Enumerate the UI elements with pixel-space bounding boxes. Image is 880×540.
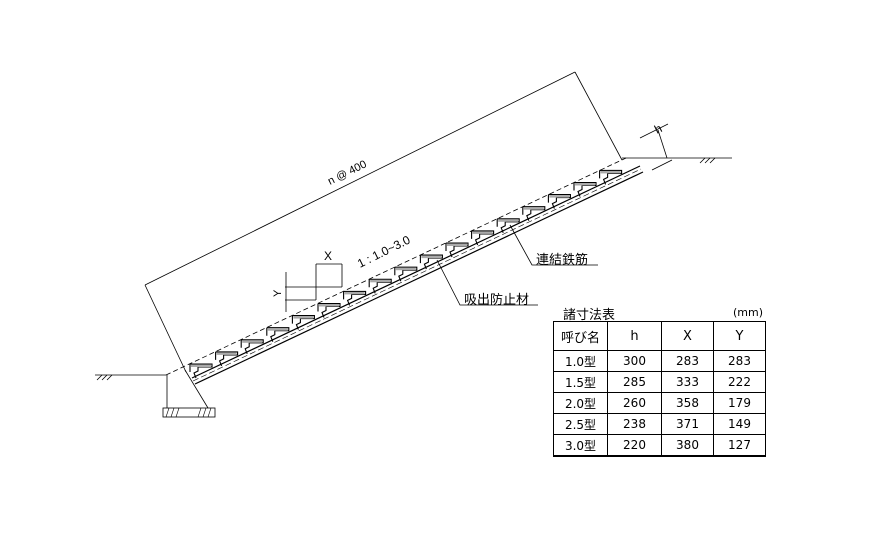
foundation-hatch — [165, 407, 212, 418]
rebar-leader — [509, 224, 598, 266]
h-extension-line — [639, 123, 669, 139]
table-cell: 283 — [713, 350, 766, 372]
step-tread — [421, 255, 442, 259]
slope-label: 1 : 1.0~3.0 — [355, 233, 413, 271]
table-cell: 333 — [661, 371, 714, 393]
rebar-label: 連結鉄筋 — [536, 253, 589, 268]
rebar-line — [192, 168, 642, 382]
table-cell: 1.5型 — [553, 371, 608, 393]
table-cell: 300 — [607, 350, 662, 372]
foundation-line — [184, 369, 209, 409]
pitch-label: n @ 400 — [326, 158, 369, 187]
step-tread — [549, 195, 570, 198]
step-tread — [242, 340, 263, 343]
h-extension-line — [651, 159, 673, 171]
step-tread — [498, 219, 519, 222]
step-tread — [191, 364, 211, 367]
x-label: X — [324, 249, 332, 263]
table-header-row: 呼び名 h X Y — [553, 321, 766, 351]
step-tread — [370, 279, 391, 283]
step-base-line — [191, 165, 641, 379]
header-cell: h — [607, 321, 662, 351]
extension-line — [144, 284, 187, 373]
h-dimension-line — [657, 129, 668, 159]
filter-label: 吸出防止材 — [464, 293, 530, 308]
slope-line — [165, 157, 627, 376]
table-cell: 149 — [713, 413, 766, 435]
table-cell: 179 — [713, 392, 766, 414]
step-tread — [267, 328, 288, 331]
h-label: h — [652, 121, 664, 137]
table-cell: 2.5型 — [553, 413, 608, 435]
table-cell: 2.0型 — [553, 392, 608, 414]
step-tread — [523, 207, 544, 210]
step-tread — [344, 291, 365, 295]
step-tread — [472, 231, 493, 234]
table-cell: 283 — [661, 350, 714, 372]
step-tread — [293, 316, 314, 319]
filter-leader — [436, 259, 538, 306]
table-title: 諸寸法表 — [563, 308, 616, 323]
step-tread — [319, 304, 339, 307]
table-cell: 358 — [661, 392, 714, 414]
table-cell: 127 — [713, 434, 766, 457]
header-cell: X — [661, 321, 714, 351]
header-cell: Y — [713, 321, 766, 351]
table-cell: 238 — [607, 413, 662, 435]
step-base-line — [194, 171, 644, 385]
foundation-block — [162, 407, 216, 418]
step-tread — [600, 170, 621, 174]
table-cell: 220 — [607, 434, 662, 457]
table-cell: 1.0型 — [553, 350, 608, 372]
ground-hatch-left — [96, 374, 113, 381]
table-cell: 380 — [661, 434, 714, 457]
step-tread — [395, 267, 416, 271]
step-tread — [216, 352, 237, 355]
table-cell: 3.0型 — [553, 434, 608, 457]
step-tread — [575, 183, 595, 186]
table-cell: 222 — [713, 371, 766, 393]
table-cell: 371 — [661, 413, 714, 435]
step-tread — [447, 243, 467, 246]
extension-line — [574, 71, 623, 161]
table-cell: 260 — [607, 392, 662, 414]
pitch-dimension-line — [144, 71, 576, 286]
header-cell: 呼び名 — [553, 321, 608, 351]
table-cell: 285 — [607, 371, 662, 393]
ground-hatch-right — [699, 157, 716, 164]
table-unit: (mm) — [733, 306, 764, 319]
y-label: Y — [272, 289, 284, 297]
